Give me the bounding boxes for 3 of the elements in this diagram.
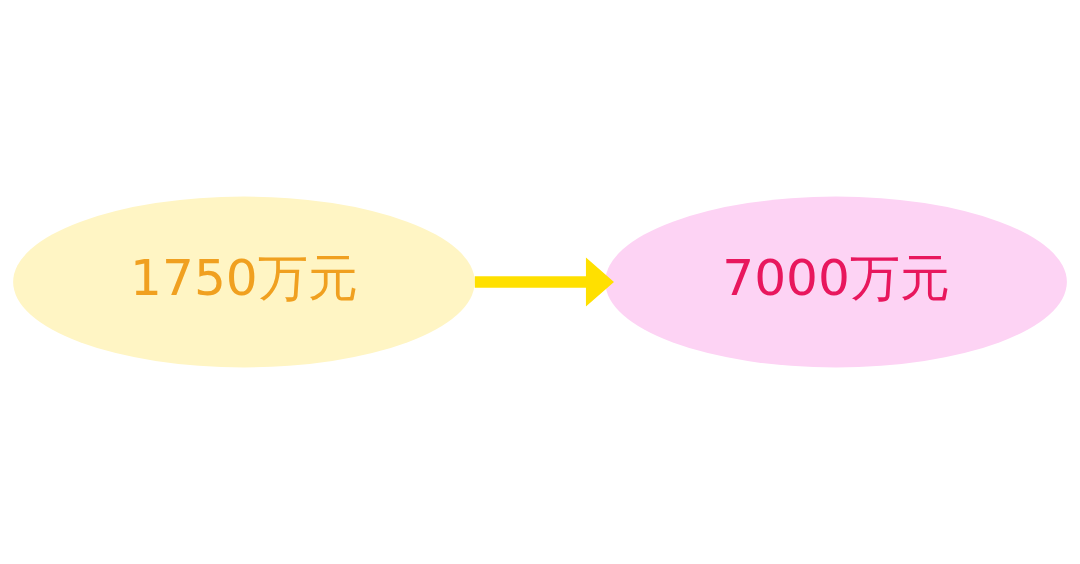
arrow (474, 257, 614, 307)
node-ellipse: 1750万元 (13, 196, 475, 368)
node-ellipse: 7000万元 (605, 196, 1067, 368)
